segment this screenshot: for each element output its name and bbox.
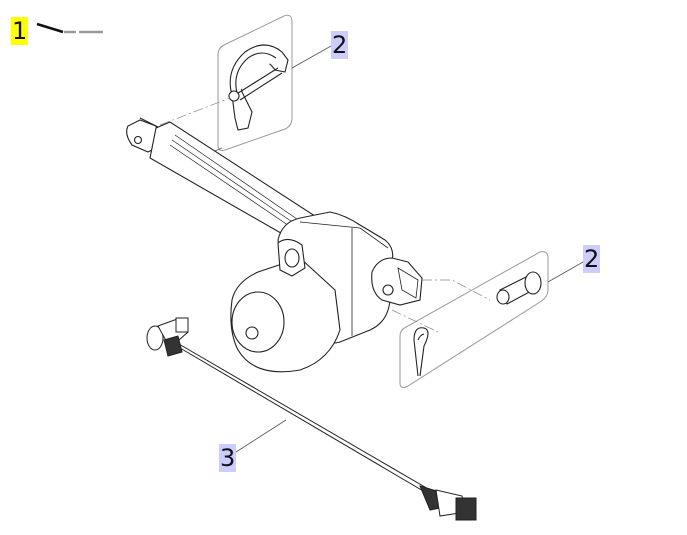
- dashdot-lines: [391, 279, 491, 334]
- callout-3-cable: 3: [219, 444, 237, 472]
- cable-icon: [146, 317, 477, 521]
- legend-line-icon: [36, 22, 103, 34]
- callout-1: 1: [11, 17, 29, 45]
- callout-2-pin: 2: [583, 245, 601, 273]
- clevis-pin-icon: [496, 271, 542, 305]
- cotter-pin-icon: [413, 327, 429, 377]
- clip-icon: [228, 44, 289, 131]
- clip-detail-frame: [217, 14, 293, 151]
- actuator-icon: [126, 117, 423, 373]
- pin-detail-frame: [399, 251, 549, 388]
- callout-2-clip: 2: [331, 31, 349, 59]
